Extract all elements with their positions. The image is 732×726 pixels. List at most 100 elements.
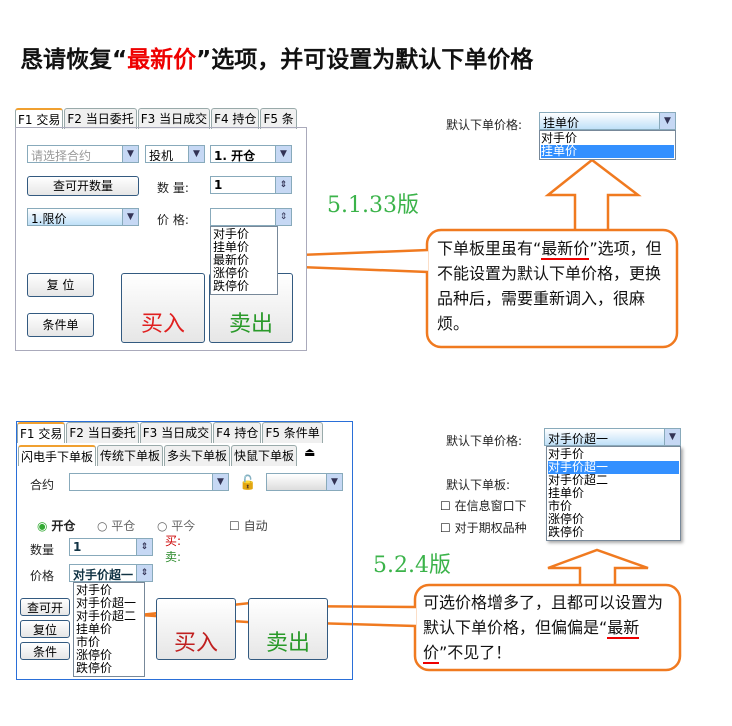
chevron-down-icon: ▼ — [326, 474, 342, 490]
qty-label: 数量 — [30, 543, 55, 557]
option[interactable]: 对手价 — [541, 132, 578, 145]
reset-button[interactable]: 复 位 — [27, 273, 94, 297]
tab-trade[interactable]: F1 交易 — [15, 108, 64, 129]
default-price-list[interactable]: 对手价 对手价超一 对手价超二 挂单价 市价 涨停价 跌停价 — [546, 446, 681, 541]
option[interactable]: 涨停价 — [76, 649, 113, 662]
sell-quote-label: 卖: — [165, 550, 182, 564]
default-price-select[interactable]: 对手价超一▼ — [544, 428, 681, 446]
option[interactable]: 挂单价 — [76, 623, 113, 636]
v1-panel: F1 交易 F2 当日委托 F3 当日成交 F4 持仓 F5 条 请选择合约▼ … — [15, 108, 307, 353]
chevron-down-icon: ▼ — [122, 146, 138, 162]
radio-open[interactable]: ◉ 开仓 — [37, 519, 76, 533]
subtab-flash[interactable]: 闪电手下单板 — [18, 445, 97, 466]
spinner-icon: ⇕ — [275, 177, 291, 193]
subtab-multi[interactable]: 多头下单板 — [164, 445, 231, 466]
chevron-down-icon: ▼ — [659, 113, 675, 129]
spinner-icon: ⇕ — [275, 209, 291, 225]
tab-positions[interactable]: F4 持仓 — [211, 108, 260, 129]
spinner-icon: ⇕ — [136, 565, 152, 581]
option[interactable]: 对手价超一 — [76, 597, 137, 610]
option-selected[interactable]: 对手价超一 — [548, 461, 679, 474]
contract-select[interactable]: ▼ — [69, 473, 229, 491]
subtab-quickmouse[interactable]: 快鼠下单板 — [231, 445, 298, 466]
account-select[interactable]: ▼ — [266, 473, 343, 491]
price-label: 价格 — [30, 569, 55, 583]
option[interactable]: 对手价超二 — [76, 610, 137, 623]
radio-close-today[interactable]: ○ 平今 — [157, 519, 196, 533]
chevron-down-icon: ▼ — [212, 474, 228, 490]
conditional-order-button[interactable]: 条件单 — [27, 313, 94, 337]
buy-button[interactable]: 买入 — [156, 598, 236, 660]
price-dropdown-list[interactable]: 对手价 对手价超一 对手价超二 挂单价 市价 涨停价 跌停价 — [73, 582, 145, 677]
spinner-icon: ⇕ — [136, 539, 152, 555]
option[interactable]: 挂单价 — [548, 487, 585, 500]
version-label: 5.2.4版 — [373, 553, 451, 578]
price-input[interactable]: 对手价超一⇕ — [69, 564, 153, 582]
buy-quote-label: 买: — [165, 534, 182, 548]
default-board-label: 默认下单板: — [446, 478, 511, 492]
chevron-down-icon: ▼ — [188, 146, 204, 162]
tab-positions[interactable]: F4 持仓 — [213, 422, 262, 443]
contract-label: 合约 — [30, 478, 55, 492]
chevron-down-icon: ▼ — [275, 146, 291, 162]
tab-orders[interactable]: F2 当日委托 — [66, 422, 139, 443]
option[interactable]: 市价 — [548, 500, 573, 513]
qty-label: 数 量: — [157, 181, 189, 195]
qty-input[interactable]: 1⇕ — [210, 176, 292, 194]
page-title: 恳请恢复“最新价”选项，并可设置为默认下单价格 — [20, 47, 534, 73]
option[interactable]: 最新价 — [213, 254, 250, 267]
option[interactable]: 对手价 — [213, 228, 250, 241]
reset-button[interactable]: 复位 — [20, 620, 70, 638]
tab-fills[interactable]: F3 当日成交 — [137, 108, 211, 129]
query-qty-button[interactable]: 查可开数量 — [27, 176, 139, 196]
callout-text-1: 下单板里虽有“最新价”选项，但不能设置为默认下单价格，更换品种后，需要重新调入，… — [437, 239, 662, 333]
query-qty-button[interactable]: 查可开 — [20, 598, 70, 616]
tab-conditional[interactable]: F5 条件单 — [262, 422, 323, 443]
default-price-select[interactable]: 挂单价▼ — [539, 112, 676, 130]
default-price-label: 默认下单价格: — [446, 434, 523, 448]
option[interactable]: 挂单价 — [213, 241, 250, 254]
tab-trade[interactable]: F1 交易 — [17, 422, 66, 443]
tab-orders[interactable]: F2 当日委托 — [64, 108, 137, 129]
hedge-select[interactable]: 投机▼ — [145, 145, 205, 163]
collapse-icon[interactable]: ⏏ — [304, 445, 316, 459]
price-input[interactable]: ⇕ — [210, 208, 292, 226]
tab-conditional[interactable]: F5 条 — [260, 108, 297, 129]
info-window-checkbox[interactable]: ☐ 在信息窗口下 — [440, 499, 527, 513]
option[interactable]: 对手价 — [548, 448, 585, 461]
option[interactable]: 市价 — [76, 636, 101, 649]
default-price-label: 默认下单价格: — [446, 118, 523, 132]
auto-checkbox[interactable]: ☐ 自动 — [229, 519, 268, 533]
option-product-checkbox[interactable]: ☐ 对于期权品种 — [440, 521, 527, 535]
up-arrow-2 — [547, 548, 649, 587]
option[interactable]: 对手价超二 — [548, 474, 609, 487]
radio-close[interactable]: ○ 平仓 — [97, 519, 136, 533]
price-dropdown-list[interactable]: 对手价 挂单价 最新价 涨停价 跌停价 — [210, 226, 278, 295]
option[interactable]: 跌停价 — [213, 280, 250, 293]
qty-input[interactable]: 1⇕ — [69, 538, 153, 556]
price-label: 价 格: — [157, 213, 189, 227]
sell-button[interactable]: 卖出 — [248, 598, 328, 660]
chevron-down-icon: ▼ — [664, 429, 680, 445]
option-selected[interactable]: 挂单价 — [541, 145, 674, 158]
conditional-order-button[interactable]: 条件 — [20, 642, 70, 660]
order-type-select[interactable]: 1.限价▼ — [27, 208, 139, 226]
option[interactable]: 跌停价 — [548, 526, 585, 539]
option[interactable]: 跌停价 — [76, 662, 113, 675]
contract-select[interactable]: 请选择合约▼ — [27, 145, 139, 163]
chevron-down-icon: ▼ — [122, 209, 138, 225]
callout-text-2: 可选价格增多了，且都可以设置为默认下单价格，但偏偏是“最新价”不见了！ — [423, 593, 664, 664]
version-label: 5.1.33版 — [327, 193, 419, 218]
option[interactable]: 对手价 — [76, 584, 113, 597]
callout-box-2 — [413, 583, 682, 672]
buy-button[interactable]: 买入 — [121, 273, 205, 343]
subtab-traditional[interactable]: 传统下单板 — [97, 445, 164, 466]
option[interactable]: 涨停价 — [213, 267, 250, 280]
tab-fills[interactable]: F3 当日成交 — [139, 422, 213, 443]
up-arrow-1 — [544, 158, 642, 232]
default-price-list[interactable]: 对手价 挂单价 — [539, 130, 676, 160]
open-close-select[interactable]: 1. 开仓▼ — [210, 145, 292, 163]
unlock-icon[interactable]: 🔓 — [239, 475, 257, 491]
option[interactable]: 涨停价 — [548, 513, 585, 526]
